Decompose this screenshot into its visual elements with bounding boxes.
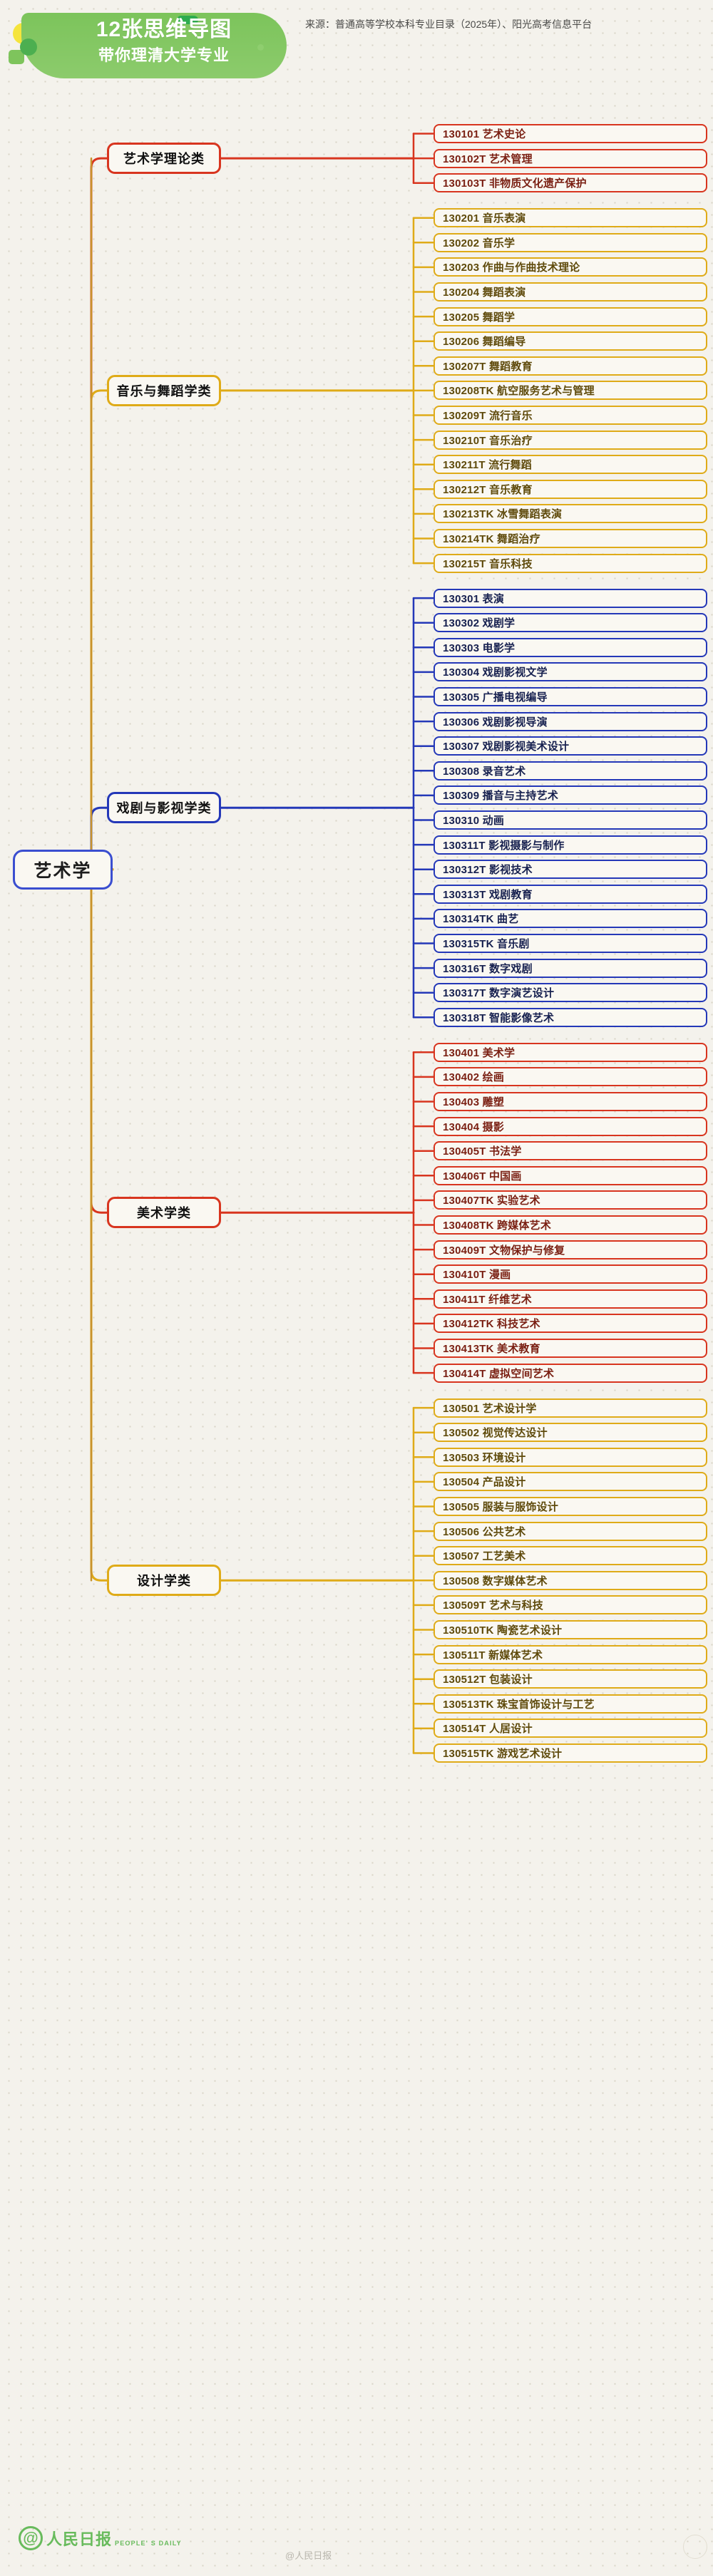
mindmap-leaf-node[interactable]: 130208TK 航空服务艺术与管理 <box>434 381 707 401</box>
mindmap-leaf-node[interactable]: 130409T 文物保护与修复 <box>434 1240 707 1259</box>
mindmap-leaf-node[interactable]: 130513TK 珠宝首饰设计与工艺 <box>434 1694 707 1714</box>
footer-logo: @ 人民日报 PEOPLE' S DAILY <box>19 2526 182 2550</box>
mindmap-leaf-node[interactable]: 130310 动画 <box>434 810 707 830</box>
mindmap-root-node[interactable]: 艺术学 <box>13 849 113 890</box>
mindmap-leaf-node[interactable]: 130510TK 陶瓷艺术设计 <box>434 1620 707 1639</box>
mindmap-leaf-node[interactable]: 130507 工艺美术 <box>434 1546 707 1566</box>
mindmap-leaf-node[interactable]: 130215T 音乐科技 <box>434 553 707 573</box>
mindmap-leaf-node[interactable]: 130306 戏剧影视导演 <box>434 711 707 731</box>
mindmap-leaf-node[interactable]: 130314TK 曲艺 <box>434 909 707 929</box>
header-title-block: 12张思维导图 带你理清大学专业 <box>43 16 285 67</box>
mindmap-leaf-node[interactable]: 130312T 影视技术 <box>434 860 707 880</box>
mindmap-leaf-node[interactable]: 130204 舞蹈表演 <box>434 282 707 302</box>
mindmap-leaf-node[interactable]: 130413TK 美术教育 <box>434 1339 707 1358</box>
mindmap-leaf-node[interactable]: 130315TK 音乐剧 <box>434 934 707 953</box>
mindmap-leaf-node[interactable]: 130508 数字媒体艺术 <box>434 1570 707 1590</box>
mindmap-group-node[interactable]: 美术学类 <box>107 1197 221 1229</box>
mindmap-leaf-node[interactable]: 130202 音乐学 <box>434 232 707 252</box>
mindmap-leaf-node[interactable]: 130408TK 跨媒体艺术 <box>434 1215 707 1235</box>
mindmap-group-node[interactable]: 音乐与舞蹈学类 <box>107 374 221 406</box>
mindmap-leaf-node[interactable]: 130203 作曲与作曲技术理论 <box>434 257 707 277</box>
mindmap-group-node[interactable]: 设计学类 <box>107 1565 221 1597</box>
mindmap-leaf-node[interactable]: 130404 摄影 <box>434 1116 707 1136</box>
mindmap-leaf-node[interactable]: 130304 戏剧影视文学 <box>434 662 707 682</box>
watermark-circle-icon <box>683 2535 707 2559</box>
mindmap-leaf-node[interactable]: 130407TK 实验艺术 <box>434 1190 707 1210</box>
mindmap-leaf-node[interactable]: 130205 舞蹈学 <box>434 306 707 326</box>
mindmap-leaf-node[interactable]: 130311T 影视摄影与制作 <box>434 835 707 855</box>
at-sign-icon: @ <box>19 2526 43 2550</box>
mindmap-leaf-node[interactable]: 130514T 人居设计 <box>434 1719 707 1738</box>
mindmap-leaf-node[interactable]: 130207T 舞蹈教育 <box>434 356 707 376</box>
mindmap-leaf-node[interactable]: 130301 表演 <box>434 588 707 608</box>
mindmap-leaf-node[interactable]: 130411T 纤维艺术 <box>434 1289 707 1309</box>
mindmap-leaf-node[interactable]: 130313T 戏剧教育 <box>434 884 707 904</box>
header-title-line2: 带你理清大学专业 <box>98 46 230 64</box>
mindmap-group-node[interactable]: 戏剧与影视学类 <box>107 792 221 824</box>
mindmap-leaf-node[interactable]: 130502 视觉传达设计 <box>434 1423 707 1443</box>
mindmap-leaf-node[interactable]: 130512T 包装设计 <box>434 1669 707 1689</box>
mindmap-leaf-node[interactable]: 130210T 音乐治疗 <box>434 430 707 450</box>
mindmap-leaf-node[interactable]: 130405T 书法学 <box>434 1141 707 1161</box>
source-note: 来源：普通高等学校本科专业目录（2025年）、阳光高考信息平台 <box>305 19 593 30</box>
mindmap-leaf-node[interactable]: 130303 电影学 <box>434 637 707 657</box>
mindmap-leaf-node[interactable]: 130209T 流行音乐 <box>434 406 707 425</box>
mindmap-leaf-node[interactable]: 130506 公共艺术 <box>434 1521 707 1541</box>
mindmap-leaf-node[interactable]: 130211T 流行舞蹈 <box>434 455 707 475</box>
mindmap-leaf-node[interactable]: 130511T 新媒体艺术 <box>434 1644 707 1664</box>
mindmap-leaf-node[interactable]: 130101 艺术史论 <box>434 124 707 143</box>
mindmap-leaf-node[interactable]: 130212T 音乐教育 <box>434 479 707 499</box>
mindmap-leaf-node[interactable]: 130403 雕塑 <box>434 1092 707 1111</box>
mindmap-leaf-node[interactable]: 130201 音乐表演 <box>434 208 707 228</box>
mindmap-leaf-node[interactable]: 130402 绘画 <box>434 1067 707 1087</box>
mindmap-leaf-node[interactable]: 130317T 数字演艺设计 <box>434 983 707 1003</box>
mindmap-leaf-node[interactable]: 130206 舞蹈编导 <box>434 331 707 351</box>
mindmap-leaf-node[interactable]: 130308 录音艺术 <box>434 761 707 780</box>
mindmap-leaf-node[interactable]: 130515TK 游戏艺术设计 <box>434 1743 707 1763</box>
weibo-handle: @人民日报 <box>285 2550 332 2561</box>
mindmap-leaf-node[interactable]: 130412TK 科技艺术 <box>434 1314 707 1334</box>
mindmap-leaf-node[interactable]: 130213TK 冰雪舞蹈表演 <box>434 504 707 524</box>
mindmap-leaf-node[interactable]: 130501 艺术设计学 <box>434 1398 707 1418</box>
mindmap-leaf-node[interactable]: 130410T 漫画 <box>434 1264 707 1284</box>
footer-logo-en: PEOPLE' S DAILY <box>115 2539 182 2547</box>
mindmap-leaf-node[interactable]: 130305 广播电视编导 <box>434 687 707 706</box>
footer-logo-cn: 人民日报 <box>46 2530 113 2548</box>
mindmap-leaf-node[interactable]: 130102T 艺术管理 <box>434 148 707 168</box>
mindmap-leaf-node[interactable]: 130414T 虚拟空间艺术 <box>434 1363 707 1383</box>
mindmap-leaf-node[interactable]: 130509T 艺术与科技 <box>434 1595 707 1615</box>
mindmap-leaf-node[interactable]: 130505 服装与服饰设计 <box>434 1497 707 1516</box>
mindmap-leaf-node[interactable]: 130103T 非物质文化遗产保护 <box>434 173 707 193</box>
header-banner: 12张思维导图 带你理清大学专业 来源：普通高等学校本科专业目录（2025年）、… <box>0 0 713 87</box>
mindmap-leaf-node[interactable]: 130504 产品设计 <box>434 1472 707 1492</box>
decor-green-circle <box>20 38 37 56</box>
header-title-line1: 12张思维导图 <box>96 18 232 41</box>
mindmap-group-node[interactable]: 艺术学理论类 <box>107 143 221 175</box>
mindmap-leaf-node[interactable]: 130401 美术学 <box>434 1042 707 1062</box>
mindmap-leaf-node[interactable]: 130503 环境设计 <box>434 1447 707 1467</box>
mindmap-leaf-node[interactable]: 130309 播音与主持艺术 <box>434 785 707 805</box>
mindmap-leaf-node[interactable]: 130316T 数字戏剧 <box>434 958 707 978</box>
mindmap-leaf-node[interactable]: 130214TK 舞蹈治疗 <box>434 529 707 548</box>
mindmap-leaf-node[interactable]: 130318T 智能影像艺术 <box>434 1007 707 1027</box>
mindmap-leaf-node[interactable]: 130406T 中国画 <box>434 1165 707 1185</box>
mindmap-leaf-node[interactable]: 130302 戏剧学 <box>434 613 707 633</box>
mindmap-leaf-node[interactable]: 130307 戏剧影视美术设计 <box>434 736 707 756</box>
